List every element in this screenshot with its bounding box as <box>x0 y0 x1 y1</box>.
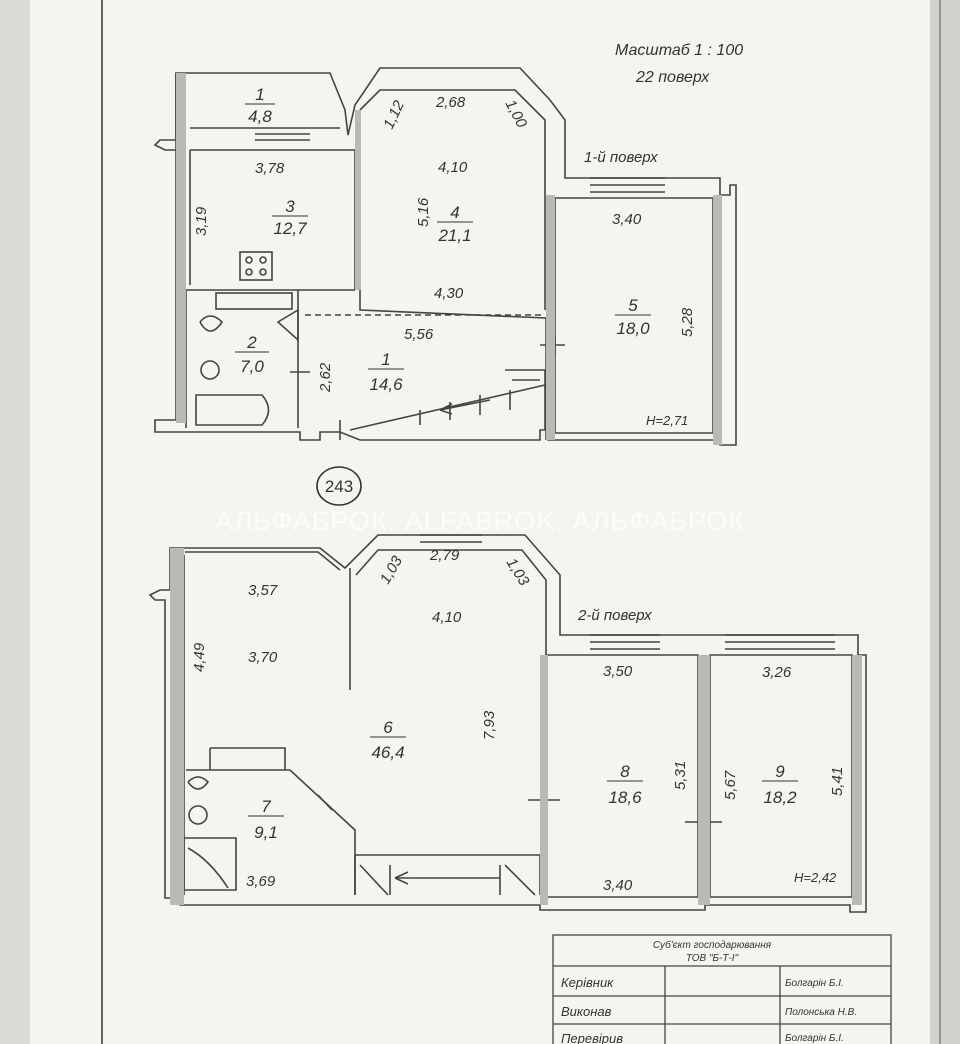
room-area: 4,8 <box>248 107 272 126</box>
dimension-label: 3,26 <box>762 664 792 681</box>
room-area: 12,7 <box>273 219 307 238</box>
dimension-label: 2,62 <box>317 362 334 393</box>
title-row-role: Керівник <box>561 975 614 990</box>
dimension-label: 4,49 <box>191 642 208 672</box>
room-area: 18,0 <box>616 319 650 338</box>
room-number: 1 <box>255 85 264 104</box>
title-row-name: Болгарін Б.І. <box>785 1033 844 1044</box>
title-block-heading: Суб'єкт господарювання <box>653 939 772 951</box>
dimension-label: 3,40 <box>612 211 642 228</box>
dimension-label: 3,19 <box>193 206 210 236</box>
room-number: 4 <box>450 203 459 222</box>
title-row-name: Полонська Н.В. <box>785 1007 857 1018</box>
marker-label: 243 <box>325 477 353 496</box>
dimension-label: 7,93 <box>481 710 498 740</box>
dimension-label: 2,68 <box>435 94 466 111</box>
floor2-height: H=2,42 <box>794 870 837 885</box>
room-area: 18,2 <box>763 788 797 807</box>
dimension-label: 5,31 <box>672 761 689 790</box>
floor1-rooms: 1 4,8 3 12,7 4 21,1 2 7,0 1 14,6 5 18,0 <box>235 85 651 394</box>
room-number: 6 <box>383 718 393 737</box>
floor-number-label: 22 поверх <box>635 69 710 86</box>
floor2-rooms: 6 46,4 7 9,1 8 18,6 9 18,2 <box>248 718 798 842</box>
title-block-company: ТОВ "Б-Т-І" <box>686 953 739 964</box>
floor1-height: H=2,71 <box>646 413 688 428</box>
dimension-label: 3,57 <box>248 582 278 599</box>
title-row-role: Перевірив <box>561 1031 623 1044</box>
room-number: 1 <box>381 350 390 369</box>
room-number: 9 <box>775 762 785 781</box>
dimension-label: 4,10 <box>432 609 462 626</box>
dimension-label: 3,70 <box>248 649 278 666</box>
title-row-name: Болгарін Б.І. <box>785 978 844 989</box>
floor1-walls-fill <box>176 73 722 445</box>
dimension-label: 5,67 <box>722 770 739 800</box>
dimension-label: 2,79 <box>429 547 460 564</box>
dimension-label: 5,56 <box>404 326 434 343</box>
title-row-role: Виконав <box>561 1004 612 1019</box>
room-area: 21,1 <box>437 226 471 245</box>
dimension-label: 5,16 <box>415 197 432 227</box>
floor1-label: 1-й поверх <box>584 149 658 166</box>
room-number: 8 <box>620 762 630 781</box>
room-number: 7 <box>261 797 271 816</box>
room-area: 14,6 <box>369 375 403 394</box>
watermark: АЛЬФАБРОК. ALFABROK. АЛЬФАБРОК <box>215 506 745 536</box>
dimension-label: 3,78 <box>255 160 285 177</box>
room-area: 9,1 <box>254 823 278 842</box>
stair-marker: 243 <box>316 466 362 506</box>
room-area: 7,0 <box>240 357 264 376</box>
dimension-label: 5,28 <box>679 307 696 337</box>
floor2-walls-fill <box>170 548 862 905</box>
dimension-label: 5,41 <box>829 767 846 796</box>
room-number: 5 <box>628 296 638 315</box>
room-area: 18,6 <box>608 788 642 807</box>
title-block <box>552 934 892 1044</box>
dimension-label: 4,30 <box>434 285 464 302</box>
dimension-label: 3,50 <box>603 663 633 680</box>
dimension-label: 4,10 <box>438 159 468 176</box>
floor2-label: 2-й поверх <box>577 607 652 624</box>
scale-label: Масштаб 1 : 100 <box>615 42 743 59</box>
dimension-label: 3,40 <box>603 877 633 894</box>
room-number: 3 <box>285 197 295 216</box>
dimension-label: 3,69 <box>246 873 276 890</box>
room-number: 2 <box>246 333 257 352</box>
room-area: 46,4 <box>371 743 404 762</box>
